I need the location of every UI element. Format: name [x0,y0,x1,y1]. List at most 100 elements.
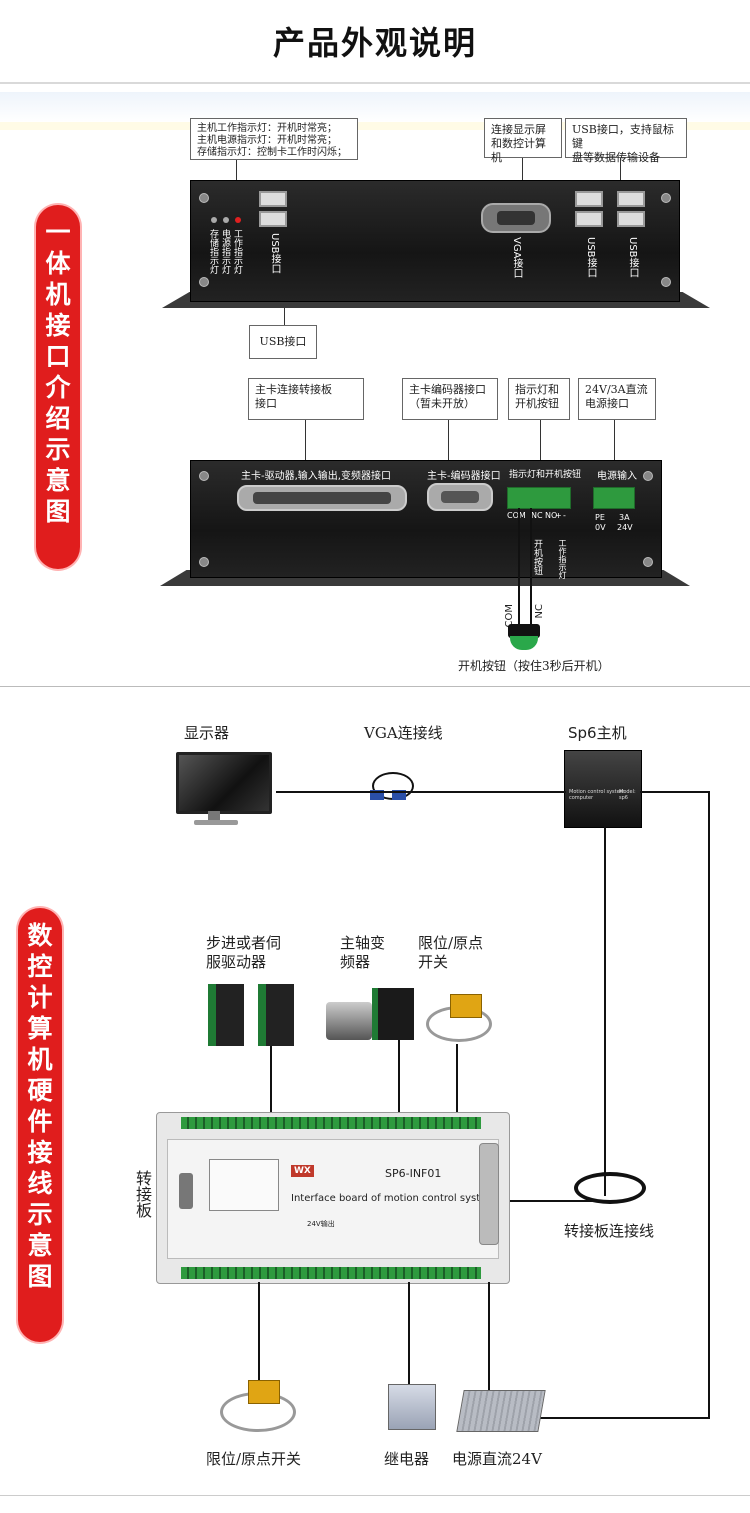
callout-usb-right: USB接口，支持鼠标键 盘等数据传输设备 [565,118,687,164]
callout-leds-line2: 主机电源指示灯：开机时常亮； [197,135,337,146]
wire-label-nc: NC [534,604,545,619]
bottom-device: 主卡-驱动器,输入输出,变频器接口 主卡-编码器接口 指示灯和开机按钮 电源输入… [190,460,662,579]
usb-port-icon [259,191,287,207]
usb-port-icon [575,191,603,207]
screw [199,557,209,567]
monitor-stand-icon [208,811,220,821]
callout-usb-left: USB接口 [249,325,317,359]
leader-main [305,420,306,490]
wire-board-relay [408,1282,410,1386]
panel-label-button: 指示灯和开机按钮 [509,470,582,480]
vga-port-icon [481,203,551,233]
callout-button: 指示灯和 开机按钮 [508,378,570,420]
callout-usb-right-line2: 盘等数据传输设备 [572,151,660,164]
wire-com [518,508,520,626]
board-desc: Interface board of motion control system [291,1193,497,1204]
panel-label-main: 主卡-驱动器,输入输出,变频器接口 [241,471,391,482]
terminal-com: COM [507,511,526,520]
callout-button-line2: 开机按钮 [515,397,559,410]
monitor-icon [176,752,272,814]
wire-board-psu [488,1282,490,1390]
screw [199,471,209,481]
terminal-plus: + [555,511,562,520]
top-terminal-strip-icon [181,1117,481,1129]
wire-monitor-host [276,791,566,793]
footer-divider [0,1495,750,1496]
callout-main-line1: 主卡连接转接板 [255,383,332,396]
label-limit-top-line2: 开关 [418,953,449,971]
terminal-minus: - [563,511,566,520]
wire-board-limit [258,1282,260,1392]
panel-label-encoder: 主卡-编码器接口 [427,471,501,482]
led-label-power: 电源指示灯 [220,229,230,274]
bottom-terminal-strip-icon [181,1267,481,1279]
wire-spindle-board [398,1040,400,1122]
port-label-usb-left: USB接口 [269,233,280,274]
db-connector-icon [237,485,407,511]
driver-icon [208,984,244,1046]
button-terminal-icon [507,487,571,509]
label-monitor: 显示器 [184,724,230,742]
section2-badge-text: 数控计算机硬件接线示意图 [27,921,53,1291]
callout-power-line2: 电源接口 [585,397,629,410]
led-label-storage: 存储指示灯 [208,229,218,274]
callout-display-line2: 和数控计算机 [491,137,546,164]
screw [643,557,653,567]
terminal-0v: 0V [595,523,606,532]
callout-encoder-line2: （暂未开放） [409,397,475,410]
callout-main: 主卡连接转接板 接口 [248,378,364,420]
board-cable-icon [574,1172,646,1204]
wire-right-vertical [708,791,710,1419]
label-spindle-line2: 频器 [340,953,371,971]
terminal-3a: 3A [619,513,630,522]
host-icon: Motion control system computer Model: sp… [564,750,642,828]
wire-nc [530,508,532,626]
relay-icon [388,1384,436,1430]
callout-main-line2: 接口 [255,397,277,410]
interface-board: WX SP6-INF01 Interface board of motion c… [156,1112,510,1284]
header-band [0,92,750,122]
screw [199,193,209,203]
driver-icon [258,984,294,1046]
label-spindle-line1: 主轴变 [340,934,386,952]
power-button-cap-icon [510,636,538,650]
callout-button-line1: 指示灯和 [515,383,559,396]
label-psu: 电源直流24V [452,1450,542,1468]
psu-icon [456,1390,546,1432]
screw [199,277,209,287]
inverter-icon [372,988,414,1040]
monitor-base-icon [194,820,238,825]
host-text-1: Motion control system computer [569,789,625,801]
leader-encoder [448,420,449,490]
wire-driver-board [270,1046,272,1122]
usb-port-icon [617,211,645,227]
board-24v: 24V输出 [307,1220,335,1228]
section1-badge: 一体机接口介绍示意图 [36,205,80,569]
terminal-pe: PE [595,513,605,522]
power-button-body-icon [508,624,540,638]
label-limit-bottom: 限位/原点开关 [206,1450,302,1468]
usb-port-icon [575,211,603,227]
board-window [209,1159,279,1211]
motor-icon [326,1002,372,1040]
callout-usb-right-line1: USB接口，支持鼠标键 [572,123,674,150]
callout-power-line1: 24V/3A直流 [585,383,648,396]
header-band-accent [0,122,750,130]
callout-leds: 主机工作指示灯：开机时常亮； 主机电源指示灯：开机时常亮； 存储指示灯：控制卡工… [190,118,358,160]
top-device: 工作指示灯 电源指示灯 存储指示灯 USB接口 VGA接口 USB接口 USB接… [190,180,680,302]
wire-limit-board [456,1044,458,1122]
limit-switch-icon [248,1380,280,1404]
vlabel-power-button: 开机按钮 [532,539,542,575]
label-vga: VGA连接线 [364,724,443,742]
board-db-connector-icon [479,1143,499,1245]
storage-led-icon [211,217,217,223]
vlabel-work-led: 工作指示灯 [558,539,567,579]
callout-encoder: 主卡编码器接口 （暂未开放） [402,378,498,420]
host-text-2: Model: sp6 [619,789,636,801]
label-driver-line2: 服驱动器 [206,953,267,971]
terminal-no: NO [545,511,558,520]
terminal-24v: 24V [617,523,633,532]
led-label-work: 工作指示灯 [232,229,242,274]
limit-switch-icon [450,994,482,1018]
terminal-nc: NC [531,511,543,520]
